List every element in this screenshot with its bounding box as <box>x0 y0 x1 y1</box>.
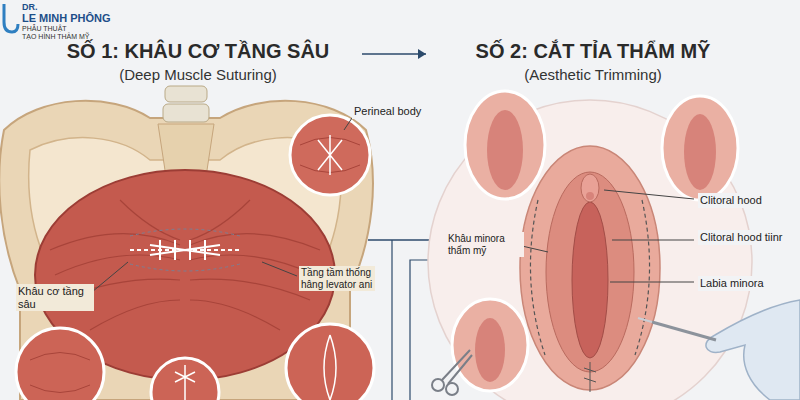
leader-line <box>92 118 694 292</box>
flow-arrow <box>362 49 426 59</box>
gloved-hand <box>706 300 800 400</box>
logo-text: LE MINH PHÔNG <box>22 12 111 25</box>
suture <box>130 240 240 260</box>
logo-mark <box>4 4 18 32</box>
inset-circle <box>290 115 370 195</box>
logo-text: DR. <box>22 2 38 12</box>
scalpel <box>652 322 716 340</box>
section-heading: SỐ 1: KHÂU CƠ TẦNG SÂU (Deep Muscle Sutur… <box>38 40 358 83</box>
flow-line <box>368 239 432 241</box>
callout-label: Khâu cơ tầng sâu <box>16 284 94 311</box>
suture-guide <box>130 229 240 271</box>
inset-circle <box>286 324 374 400</box>
scalpel-blade <box>638 318 652 322</box>
callout-label: Khâu minora thẩm mỹ <box>446 232 524 257</box>
logo-text: TẠO HÌNH THẨM MỸ <box>22 33 90 41</box>
vertebra <box>163 104 209 122</box>
inset-circle <box>16 328 104 400</box>
anatomy-main <box>520 146 660 392</box>
callout-label: Clitoral hood tiinr <box>698 230 794 245</box>
section-heading: SỐ 2: CẮT TỈA THẨM MỸ (Aesthetic Trimming… <box>428 40 758 83</box>
callout-label: Tầng tầm thống hâng levator ani <box>299 266 375 291</box>
callout-label: Perineal body <box>352 104 423 119</box>
section-subtitle: (Deep Muscle Suturing) <box>38 66 358 83</box>
logo-text: PHẪU THUẬT <box>22 25 67 33</box>
section-title: SỐ 2: CẮT TỈA THẨM MỸ <box>428 40 758 63</box>
vertebra <box>165 86 207 102</box>
callout-label: Labia minora <box>698 276 766 291</box>
flow-line <box>391 240 392 400</box>
section-subtitle: (Aesthetic Trimming) <box>428 66 758 83</box>
inset-circle <box>151 358 219 400</box>
callout-label: Clitoral hood <box>698 193 764 208</box>
scissors <box>432 350 472 395</box>
section-title: SỐ 1: KHÂU CƠ TẦNG SÂU <box>38 40 358 63</box>
